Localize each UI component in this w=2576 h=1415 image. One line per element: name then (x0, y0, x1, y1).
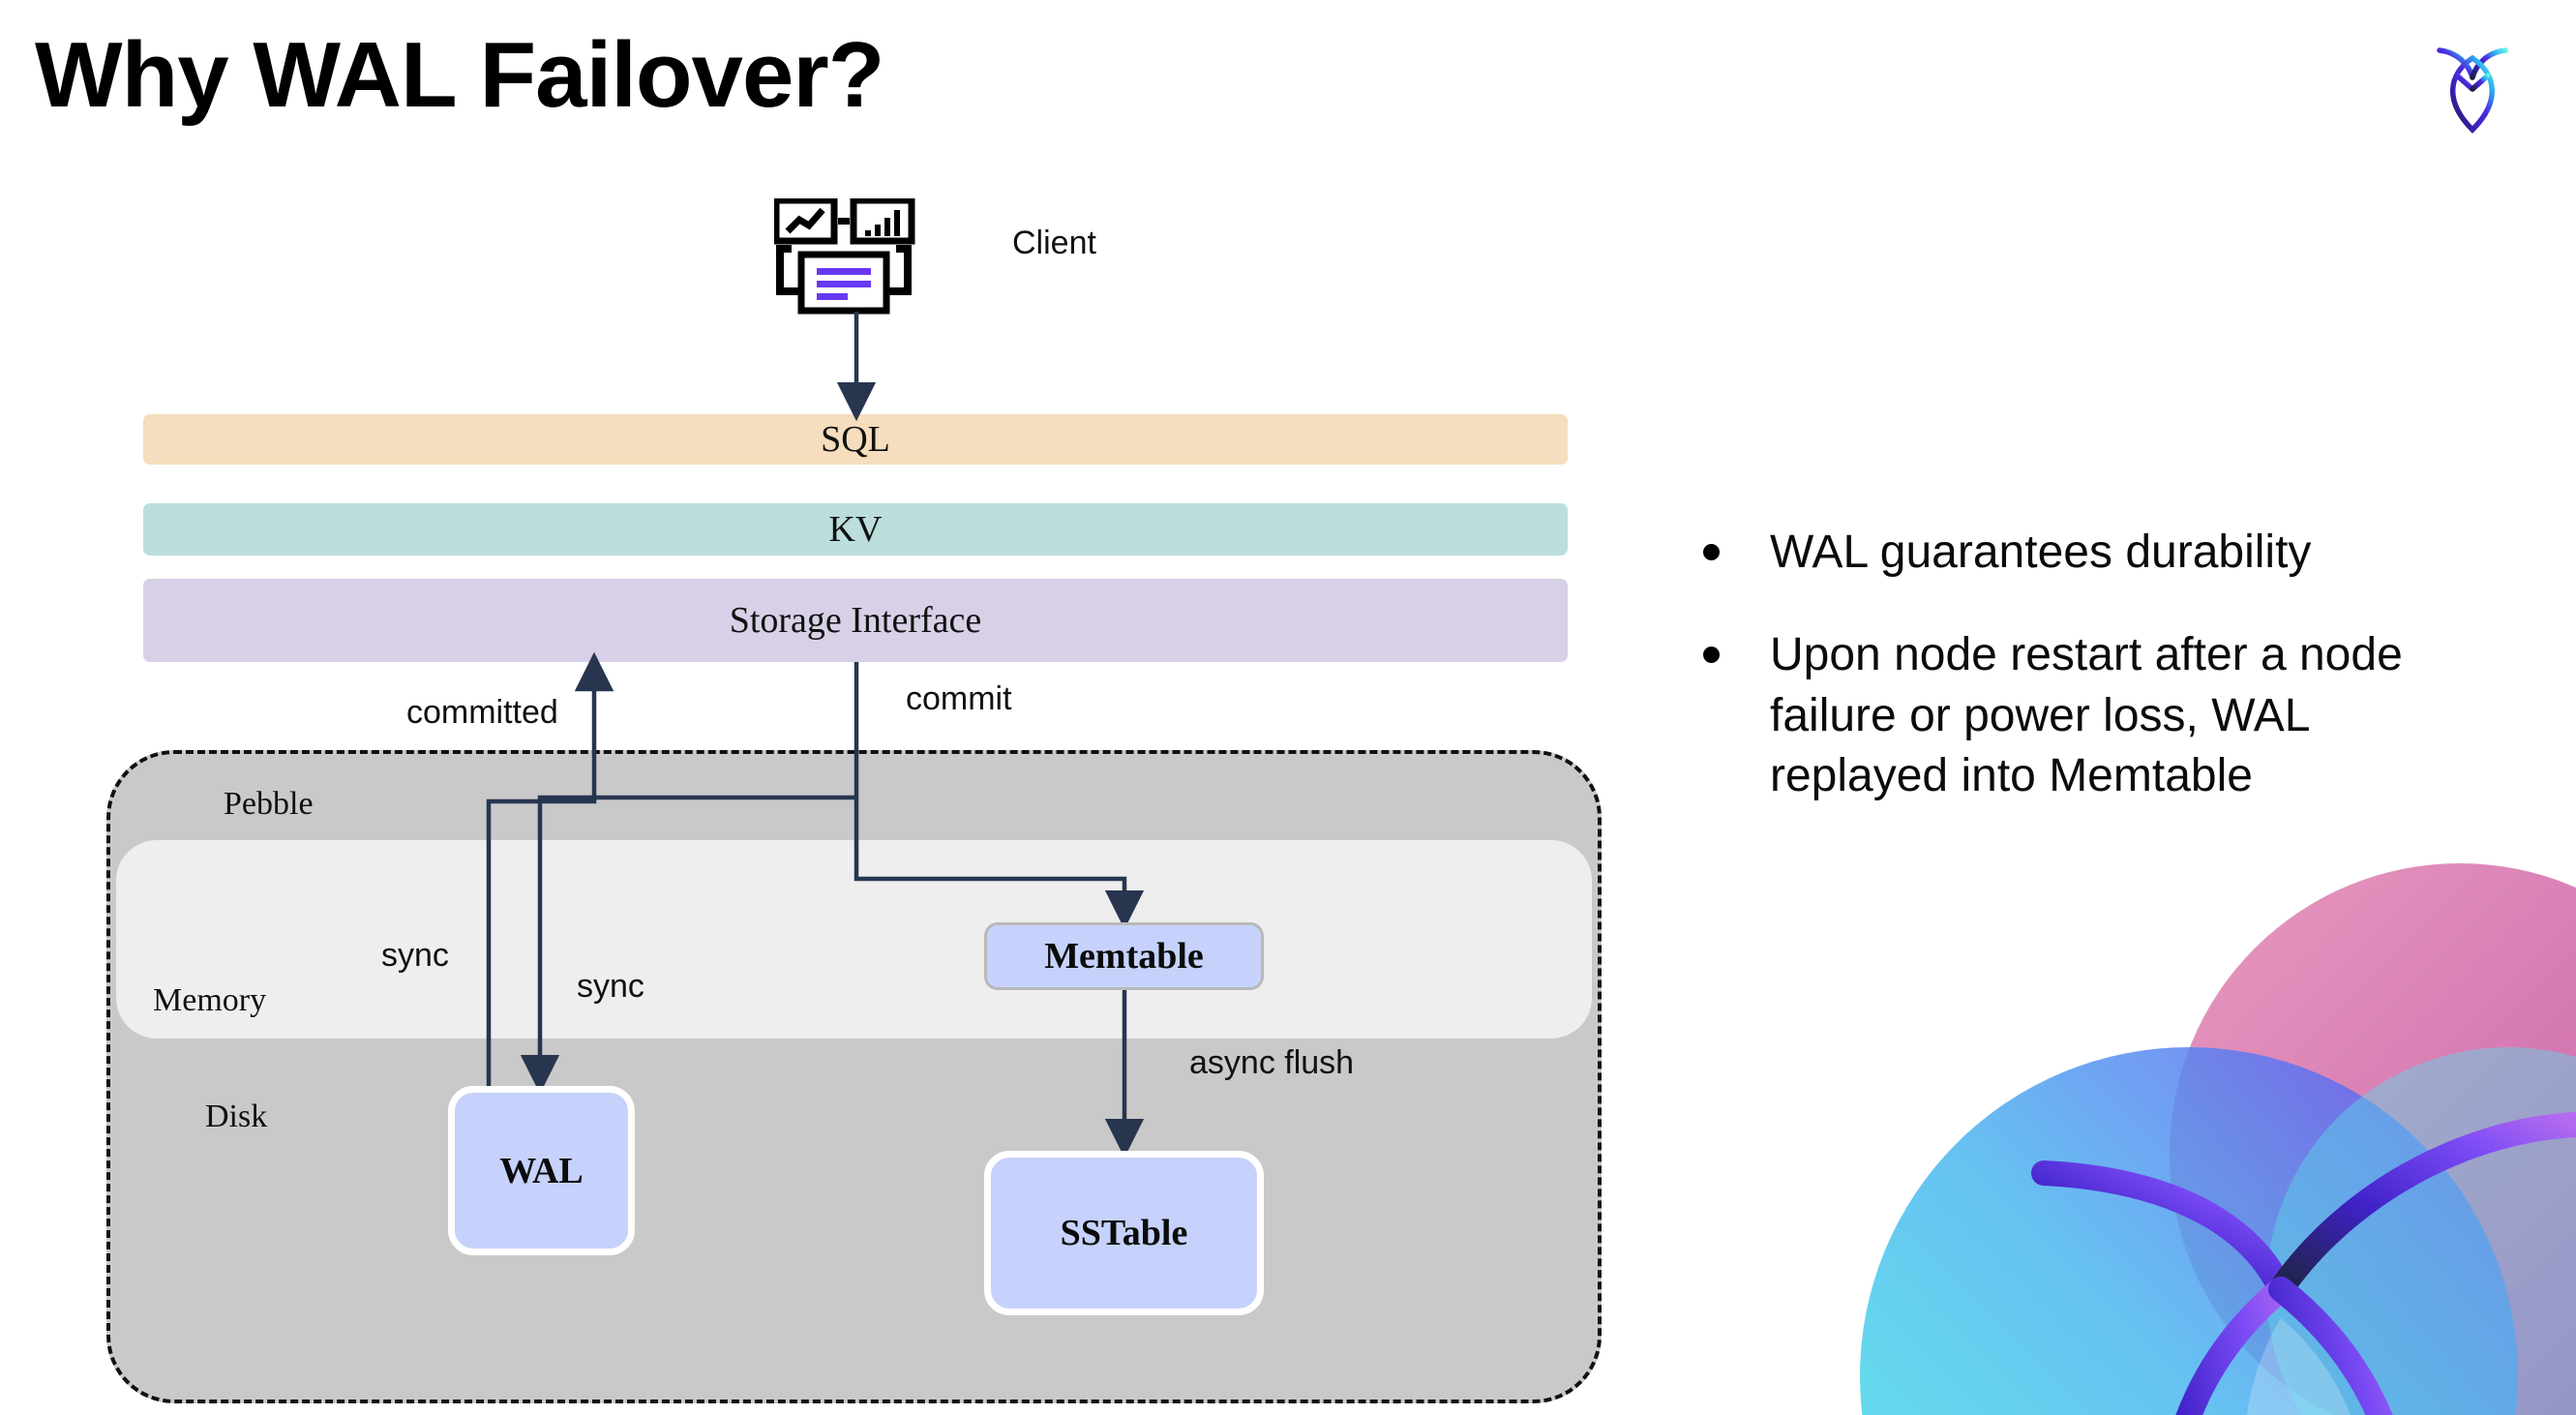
memory-label: Memory (153, 982, 267, 1018)
bullet-dot-icon (1703, 544, 1720, 560)
node-wal: WAL (448, 1086, 635, 1255)
node-memtable: Memtable (984, 922, 1264, 990)
decorative-corner-graphic (1841, 834, 2576, 1415)
list-item: WAL guarantees durability (1703, 523, 2497, 583)
bullet-list: WAL guarantees durability Upon node rest… (1703, 523, 2497, 850)
client-dashboard-icon (772, 196, 934, 315)
layer-bar-sql: SQL (143, 414, 1568, 465)
memory-region (116, 840, 1592, 1039)
cockroachdb-logo-icon (2414, 29, 2531, 145)
client-label: Client (1012, 225, 1096, 261)
layer-bar-kv: KV (143, 503, 1568, 556)
node-sstable: SSTable (984, 1151, 1264, 1315)
edge-label-async-flush: async flush (1189, 1044, 1355, 1081)
edge-label-commit: commit (906, 680, 1012, 717)
list-item: Upon node restart after a node failure o… (1703, 625, 2497, 806)
page-title: Why WAL Failover? (35, 23, 884, 127)
architecture-diagram: Client SQL KV Storage Interface Pebble M… (106, 196, 1602, 1403)
layer-bar-storage-interface: Storage Interface (143, 579, 1568, 662)
edge-label-sync-left: sync (381, 937, 449, 974)
bullet-dot-icon (1703, 647, 1720, 664)
disk-label: Disk (205, 1099, 268, 1134)
edge-label-committed: committed (406, 694, 558, 731)
bullet-text: WAL guarantees durability (1770, 527, 2312, 578)
pebble-label: Pebble (224, 786, 314, 822)
edge-label-sync-right: sync (577, 968, 644, 1005)
bullet-text: Upon node restart after a node failure o… (1770, 629, 2403, 802)
